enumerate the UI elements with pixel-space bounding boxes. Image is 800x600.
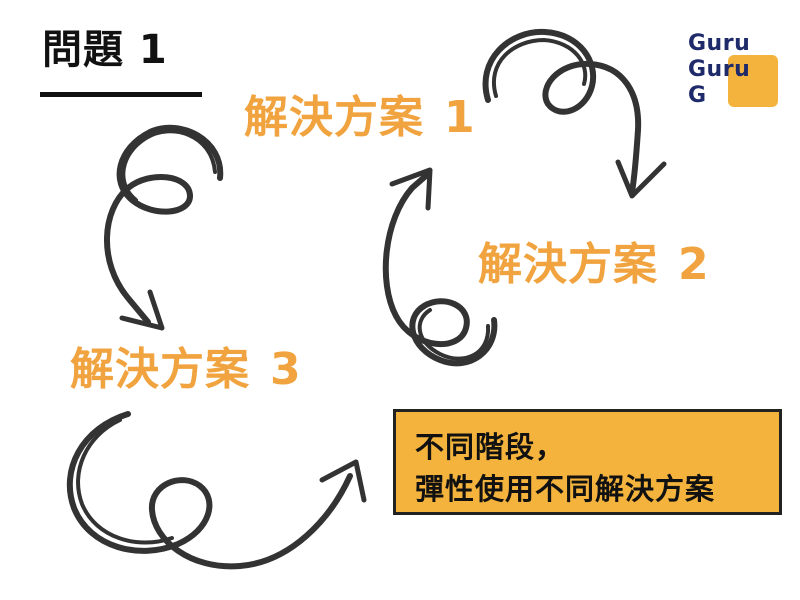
guruguru-logo: Guru Guru G (688, 33, 778, 107)
solution-2-number: 2 (678, 239, 710, 290)
curly-arrow-icon (482, 28, 667, 199)
solution-1-text: 解決方案 (244, 92, 424, 143)
logo-line-3: G (688, 83, 707, 108)
logo-line-2: Guru (688, 57, 751, 82)
summary-note-box: 不同階段， 彈性使用不同解決方案 (393, 409, 782, 515)
problem-title-underline (40, 92, 202, 97)
solution-3-number: 3 (270, 344, 302, 395)
summary-note-line-2: 彈性使用不同解決方案 (415, 472, 716, 507)
solution-3-text: 解決方案 (70, 344, 250, 395)
logo-line-1: Guru (688, 31, 751, 56)
problem-title: 問題 1 (42, 27, 168, 73)
summary-note-line-1: 不同階段， (415, 430, 566, 464)
logo-yellow-block (728, 55, 778, 107)
curly-arrow-icon (382, 167, 498, 367)
solution-2-text: 解決方案 (478, 239, 658, 290)
solution-1-number: 1 (444, 92, 476, 143)
curly-arrow-icon (66, 411, 367, 570)
curly-arrow-icon (104, 124, 224, 331)
